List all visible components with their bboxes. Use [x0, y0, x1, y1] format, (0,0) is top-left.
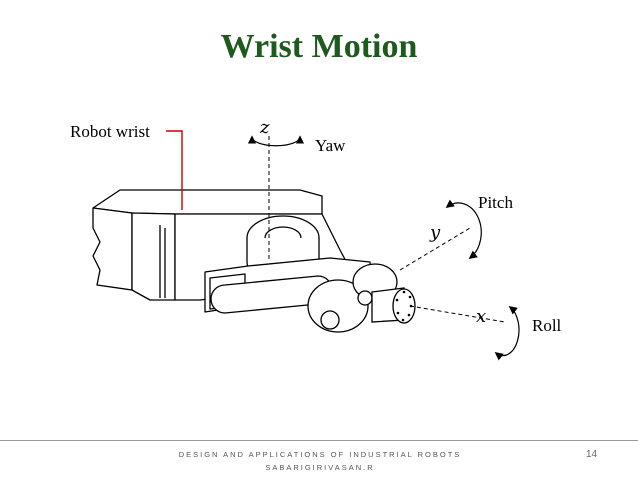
footer-author: SABARIGIRIVASAN.R: [265, 463, 375, 472]
pitch-fork: [204, 257, 398, 333]
pitch-arrow: [445, 199, 482, 260]
robot-wrist-label: Robot wrist: [70, 122, 150, 141]
yaw-label: Yaw: [315, 136, 346, 155]
footer-divider: [0, 440, 638, 441]
footer-text: DESIGN AND APPLICATIONS OF INDUSTRIAL RO…: [160, 448, 480, 474]
rotation-arrows: [247, 135, 520, 361]
roll-flange-holes: [395, 290, 413, 322]
z-axis-label: z: [259, 117, 270, 138]
page-number: 14: [586, 449, 598, 460]
robot-wrist-leader-line: [166, 130, 183, 210]
x-axis-line: [409, 305, 506, 323]
roll-label: Roll: [532, 316, 562, 335]
pitch-label: Pitch: [478, 193, 513, 212]
footer-course-title: DESIGN AND APPLICATIONS OF INDUSTRIAL RO…: [178, 450, 462, 459]
roll-shaft: [371, 287, 416, 324]
x-axis-label: x: [476, 306, 486, 327]
axis-lines: [268, 136, 506, 323]
slide-title: Wrist Motion: [220, 28, 418, 65]
yaw-arrow: [247, 135, 305, 147]
y-axis-label: y: [429, 222, 441, 243]
roll-arrow: [494, 305, 520, 361]
